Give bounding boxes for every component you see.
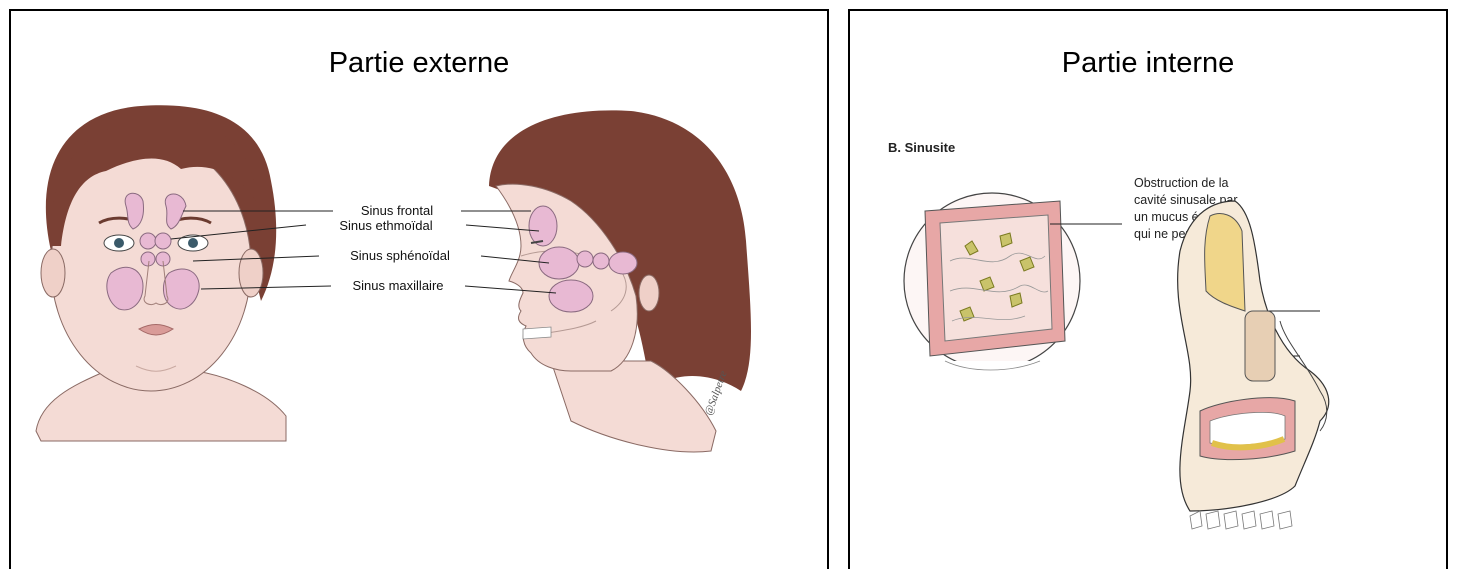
section-title: B. Sinusite — [888, 140, 955, 155]
caption-line-1: Obstruction de la — [1134, 176, 1229, 190]
skull-cross-section — [1178, 201, 1329, 529]
left-panel: Partie externe — [9, 9, 829, 569]
sinusitis-illustration: B. Sinusite Obstruction de la cav — [850, 11, 1448, 569]
label-sinus-frontal: Sinus frontal — [361, 203, 433, 218]
right-panel: Partie interne B. Sinusite Ob — [848, 9, 1448, 569]
label-sinus-sphenoidal: Sinus sphénoïdal — [350, 248, 450, 263]
external-sinus-illustration: Sinus frontal Sinus ethmoïdal Sinus sphé… — [11, 11, 829, 569]
magnified-sinus-circle — [904, 193, 1080, 370]
front-face-drawing — [36, 105, 286, 441]
label-sinus-ethmoidal: Sinus ethmoïdal — [339, 218, 432, 233]
label-sinus-maxillaire: Sinus maxillaire — [352, 278, 443, 293]
